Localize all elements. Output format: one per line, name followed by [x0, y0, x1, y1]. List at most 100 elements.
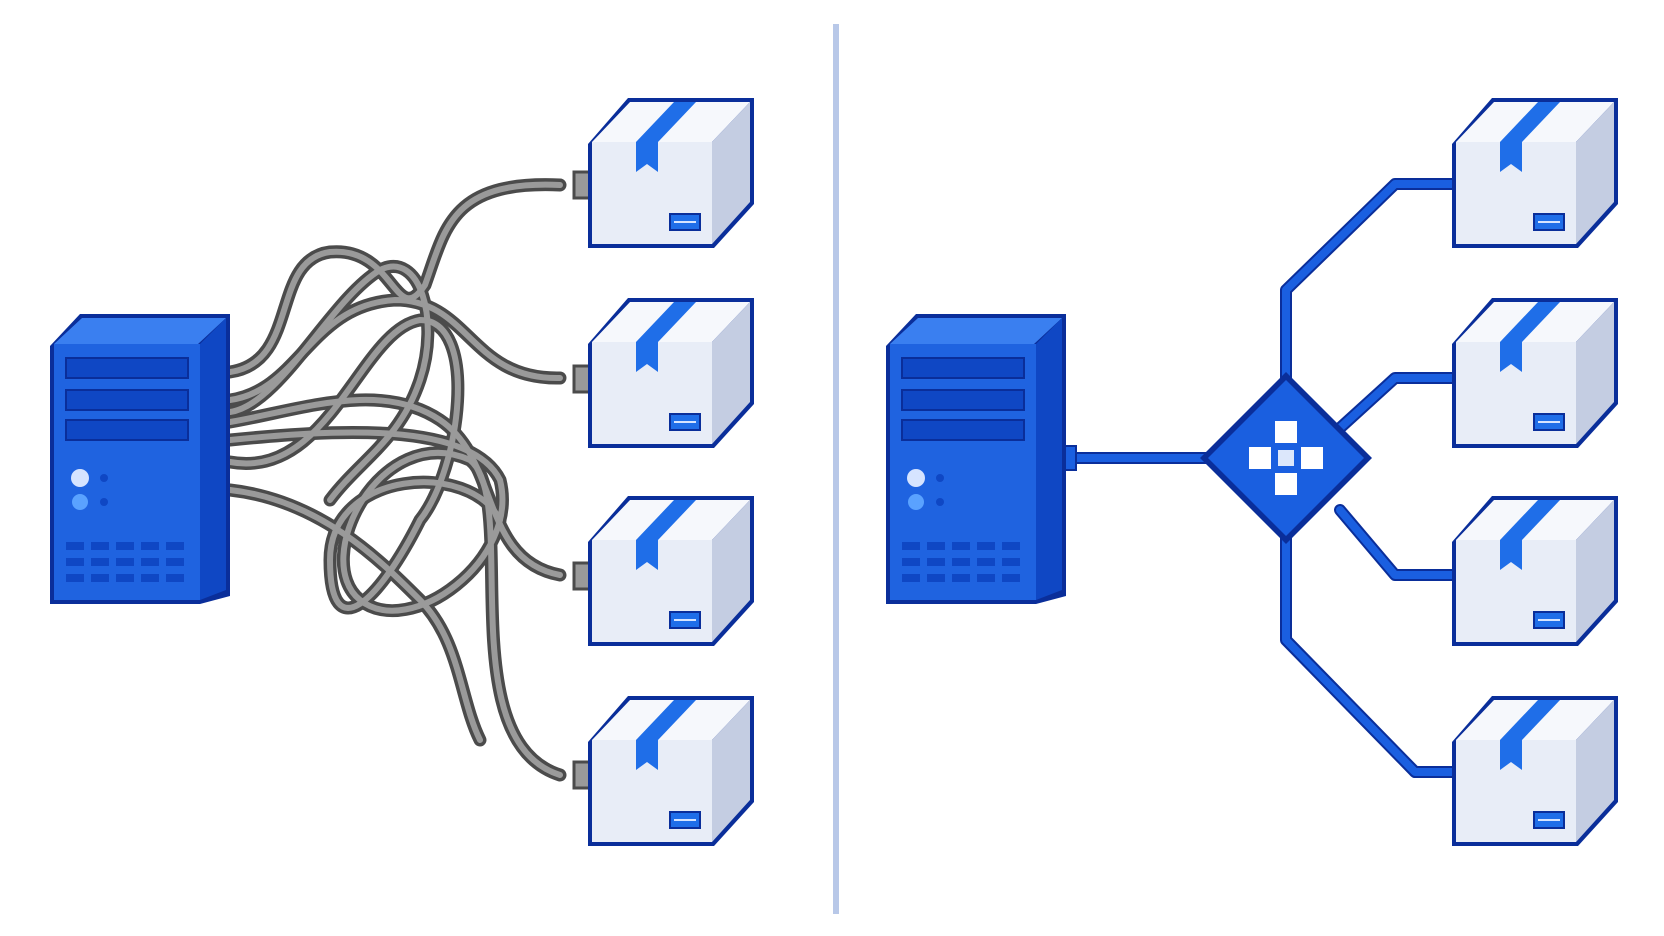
cable-1 — [223, 178, 567, 379]
tape-front — [636, 540, 658, 570]
cable-3-core — [227, 396, 563, 578]
vent-slot — [66, 558, 84, 566]
indicator-dot — [936, 474, 944, 482]
vent-slot — [141, 574, 159, 582]
cable-outlines — [223, 178, 567, 782]
tape-top — [1500, 302, 1560, 342]
vent-slot — [166, 542, 184, 550]
tape-top — [1500, 700, 1560, 740]
status-led — [72, 494, 88, 510]
package-box-icon — [588, 696, 754, 846]
vent-slot — [166, 574, 184, 582]
server-top — [890, 318, 1062, 344]
vent-slot — [927, 574, 945, 582]
vent-slot — [952, 574, 970, 582]
box-side — [712, 102, 750, 244]
package-box-icon — [1452, 696, 1618, 846]
vent-slot — [66, 574, 84, 582]
server-tower-icon — [50, 314, 230, 604]
tape-top — [636, 102, 696, 142]
box-side — [712, 500, 750, 642]
power-led — [71, 469, 89, 487]
spoke-link-4 — [1282, 532, 1460, 776]
drive-bay-2 — [65, 389, 189, 411]
cable-4-core — [227, 429, 563, 778]
vent-slot — [116, 542, 134, 550]
cable-plug — [572, 760, 592, 790]
cable-7-core — [227, 263, 431, 503]
package-box-icon — [588, 496, 754, 646]
plus-hub-diamond-icon — [1200, 372, 1372, 544]
tangled-cables — [223, 170, 592, 790]
tape-front — [1500, 540, 1522, 570]
right-panel — [886, 98, 1618, 846]
package-box-icon — [588, 98, 754, 248]
spoke-link-3 — [1336, 506, 1460, 579]
vent-slot — [91, 542, 109, 550]
spoke-link-1-outline — [1280, 178, 1462, 386]
left-panel — [50, 98, 754, 846]
indicator-dot — [100, 474, 108, 482]
vent-slot — [141, 542, 159, 550]
spoke-link-1 — [1282, 180, 1460, 384]
vent-slot — [91, 558, 109, 566]
cable-plug — [572, 170, 592, 200]
box-side — [1576, 500, 1614, 642]
cable-cores — [227, 181, 563, 778]
vent-slot — [166, 558, 184, 566]
vent-slot — [927, 558, 945, 566]
package-box-icon — [1452, 98, 1618, 248]
plus-center — [1278, 450, 1294, 466]
box-side — [712, 302, 750, 444]
power-led — [907, 469, 925, 487]
spoke-link-3-outline — [1334, 504, 1462, 581]
tape-top — [1500, 102, 1560, 142]
spoke-link-2-outline — [1334, 372, 1462, 434]
package-box-icon — [1452, 496, 1618, 646]
right-packages — [1452, 98, 1618, 846]
drive-bay-2 — [901, 389, 1025, 411]
vent-slot — [902, 574, 920, 582]
spoke-link-2 — [1336, 374, 1460, 432]
vent-slot — [902, 542, 920, 550]
server-side — [1036, 318, 1062, 600]
tape-front — [636, 342, 658, 372]
package-box-icon — [588, 298, 754, 448]
drive-bay-1 — [901, 357, 1025, 379]
server-side — [200, 318, 226, 600]
cable-5-core — [227, 317, 503, 611]
package-box-icon — [1452, 298, 1618, 448]
cable-plug — [572, 561, 592, 591]
tape-top — [1500, 500, 1560, 540]
vent-slot — [952, 558, 970, 566]
plus-block — [1275, 473, 1297, 495]
tape-front — [1500, 342, 1522, 372]
plus-block — [1249, 447, 1271, 469]
vent-slot — [1002, 558, 1020, 566]
plus-block — [1275, 421, 1297, 443]
tape-top — [636, 302, 696, 342]
vent-slot — [902, 558, 920, 566]
vent-slot — [1002, 574, 1020, 582]
cable-6-core — [227, 487, 483, 743]
cable-connectors — [572, 170, 592, 790]
box-side — [1576, 700, 1614, 842]
cable-plug — [572, 364, 592, 394]
tape-front — [1500, 740, 1522, 770]
indicator-dot — [100, 498, 108, 506]
server-tower-icon — [886, 314, 1066, 604]
hub-links — [1061, 178, 1462, 778]
vent-slot — [977, 542, 995, 550]
drive-bay-3 — [65, 419, 189, 441]
tape-front — [636, 142, 658, 172]
vent-slot — [952, 542, 970, 550]
vent-slot — [977, 558, 995, 566]
drive-bay-3 — [901, 419, 1025, 441]
box-side — [1576, 302, 1614, 444]
plus-block — [1301, 447, 1323, 469]
vent-slot — [1002, 542, 1020, 550]
tape-front — [1500, 142, 1522, 172]
cable-1-core — [227, 181, 563, 375]
